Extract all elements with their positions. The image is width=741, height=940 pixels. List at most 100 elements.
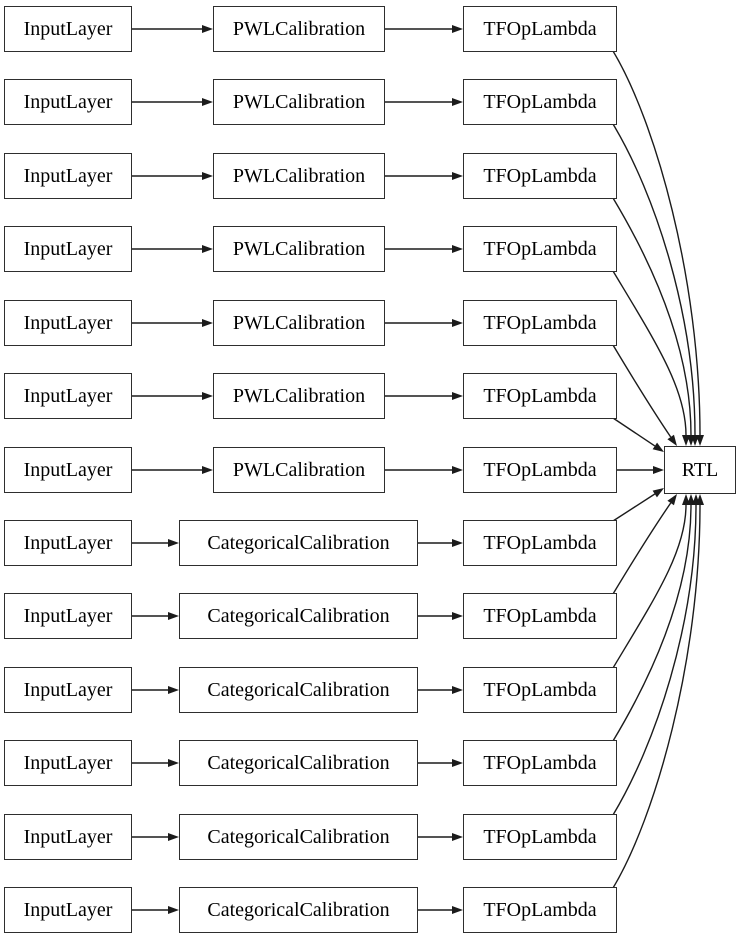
calibration-node: PWLCalibration [213, 153, 385, 199]
edge [132, 392, 213, 400]
edge [418, 759, 463, 767]
edge [132, 172, 213, 180]
edge [385, 319, 463, 327]
edge [132, 539, 179, 547]
arrowhead [168, 759, 179, 767]
edge [385, 466, 463, 474]
lambda-node: TFOpLambda [463, 300, 617, 346]
arrowhead [452, 833, 463, 841]
input-layer-node: InputLayer [4, 814, 132, 860]
arrowhead [202, 172, 213, 180]
edge [612, 344, 677, 446]
edge [418, 906, 463, 914]
lambda-node: TFOpLambda [463, 520, 617, 566]
calibration-node: PWLCalibration [213, 6, 385, 52]
arrowhead [452, 25, 463, 33]
arrowhead [452, 906, 463, 914]
input-layer-node: InputLayer [4, 153, 132, 199]
input-layer-node: InputLayer [4, 79, 132, 125]
arrowhead [168, 539, 179, 547]
lambda-node: TFOpLambda [463, 79, 617, 125]
arrowhead [452, 612, 463, 620]
edge [612, 488, 664, 522]
arrowhead [168, 686, 179, 694]
edge [132, 25, 213, 33]
lambda-node: TFOpLambda [463, 740, 617, 786]
edge [612, 417, 664, 452]
arrowhead [202, 319, 213, 327]
edge [385, 172, 463, 180]
edge [132, 466, 213, 474]
arrowhead [202, 466, 213, 474]
edge [132, 612, 179, 620]
lambda-node: TFOpLambda [463, 814, 617, 860]
edge [418, 686, 463, 694]
lambda-node: TFOpLambda [463, 6, 617, 52]
calibration-node: PWLCalibration [213, 373, 385, 419]
arrowhead [452, 539, 463, 547]
rtl-node: RTL [664, 446, 736, 494]
arrowhead [653, 466, 664, 474]
edge [612, 494, 690, 669]
lambda-node: TFOpLambda [463, 667, 617, 713]
arrowhead [452, 319, 463, 327]
calibration-node: PWLCalibration [213, 300, 385, 346]
arrowhead [667, 434, 677, 446]
input-layer-node: InputLayer [4, 520, 132, 566]
edge [132, 833, 179, 841]
lambda-node: TFOpLambda [463, 373, 617, 419]
edge [132, 98, 213, 106]
edge [418, 612, 463, 620]
lambda-node: TFOpLambda [463, 153, 617, 199]
arrowhead [168, 612, 179, 620]
input-layer-node: InputLayer [4, 667, 132, 713]
arrowhead [452, 466, 463, 474]
arrowhead [667, 494, 677, 506]
lambda-node: TFOpLambda [463, 447, 617, 493]
arrowhead [202, 392, 213, 400]
calibration-node: CategoricalCalibration [179, 593, 418, 639]
calibration-node: PWLCalibration [213, 226, 385, 272]
edge [612, 494, 677, 595]
lambda-node: TFOpLambda [463, 887, 617, 933]
edge [385, 392, 463, 400]
input-layer-node: InputLayer [4, 593, 132, 639]
edge [385, 98, 463, 106]
edge [612, 123, 699, 446]
input-layer-node: InputLayer [4, 447, 132, 493]
arrowhead [202, 245, 213, 253]
input-layer-node: InputLayer [4, 226, 132, 272]
edge [612, 494, 704, 889]
arrowhead [452, 98, 463, 106]
edge [132, 686, 179, 694]
calibration-node: CategoricalCalibration [179, 667, 418, 713]
arrowhead [202, 98, 213, 106]
edge [612, 270, 690, 446]
lambda-node: TFOpLambda [463, 226, 617, 272]
edge [132, 759, 179, 767]
arrowhead [452, 172, 463, 180]
edge [132, 319, 213, 327]
calibration-node: CategoricalCalibration [179, 814, 418, 860]
calibration-node: CategoricalCalibration [179, 887, 418, 933]
arrowhead [202, 25, 213, 33]
arrowhead [168, 906, 179, 914]
arrowhead [652, 488, 664, 498]
arrowhead [652, 442, 664, 452]
edge [132, 245, 213, 253]
edge [132, 906, 179, 914]
arrowhead [168, 833, 179, 841]
input-layer-node: InputLayer [4, 300, 132, 346]
calibration-node: CategoricalCalibration [179, 520, 418, 566]
arrowhead [452, 686, 463, 694]
arrowhead [696, 494, 704, 505]
arrowhead [452, 759, 463, 767]
arrowhead [452, 392, 463, 400]
arrowhead [452, 245, 463, 253]
calibration-node: CategoricalCalibration [179, 740, 418, 786]
calibration-node: PWLCalibration [213, 79, 385, 125]
calibration-node: PWLCalibration [213, 447, 385, 493]
input-layer-node: InputLayer [4, 373, 132, 419]
